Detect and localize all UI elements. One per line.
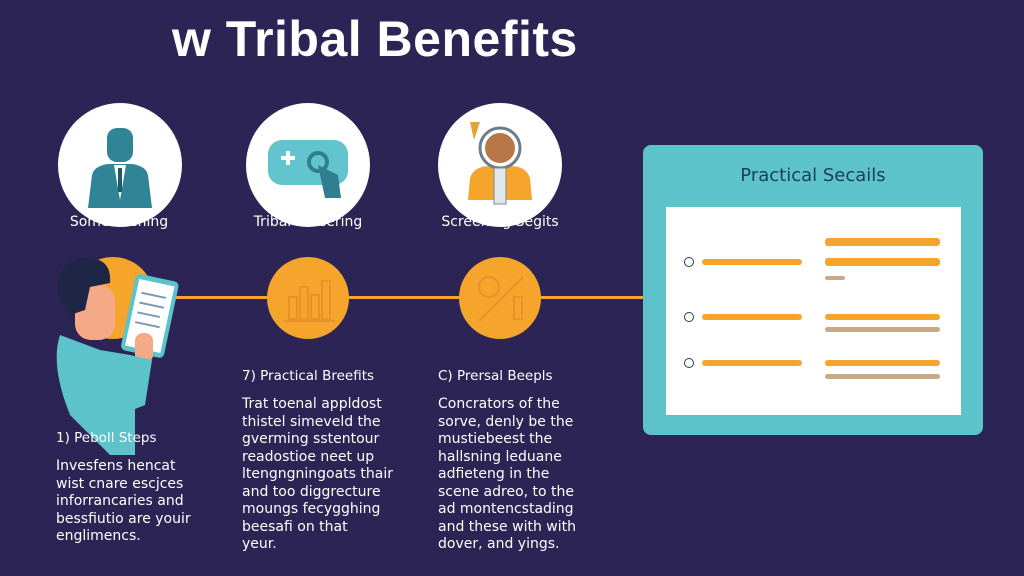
placeholder-line: [702, 259, 802, 265]
panel-title: Practical Secails: [740, 165, 886, 186]
column-1-heading: 1) Peboll Steps: [56, 430, 157, 446]
astronaut-icon: [438, 103, 562, 227]
column-2-body: Trat toenal appldost thistel simeveld th…: [242, 396, 393, 552]
timeline-connector: [100, 296, 645, 299]
placeholder-line: [825, 258, 940, 266]
bullet-icon: [684, 312, 694, 322]
growth-chart-icon: [459, 257, 541, 339]
placeholder-line: [825, 276, 845, 280]
placeholder-line: [825, 360, 940, 366]
bar-chart-icon: [267, 257, 349, 339]
person-with-phone-illustration: [40, 255, 190, 459]
placeholder-line: [825, 314, 940, 320]
placeholder-line: [702, 314, 802, 320]
column-3-heading: C) Prersal Beepls: [438, 368, 553, 384]
bullet-icon: [684, 358, 694, 368]
placeholder-line: [702, 360, 802, 366]
column-1-body: Invesfens hencat wist cnare escjces info…: [56, 458, 191, 544]
icon-label-1: Some Brening: [69, 214, 169, 230]
practical-details-panel: Practical Secails: [643, 145, 983, 435]
bullet-icon: [684, 257, 694, 267]
column-3-body: Concrators of the sorve, denly be the mu…: [438, 396, 576, 552]
placeholder-line: [825, 374, 940, 379]
icon-label-3: Screening Segits: [441, 214, 559, 230]
page-title: w Tribal Benefits: [172, 11, 578, 67]
placeholder-line: [825, 327, 940, 332]
column-2-heading: 7) Practical Breefits: [242, 368, 375, 384]
placeholder-line: [825, 238, 940, 246]
gamepad-icon: [246, 103, 370, 227]
businessman-icon: [58, 103, 182, 227]
icon-label-2: Tribal Screering: [253, 214, 363, 230]
panel-content: [666, 207, 961, 415]
